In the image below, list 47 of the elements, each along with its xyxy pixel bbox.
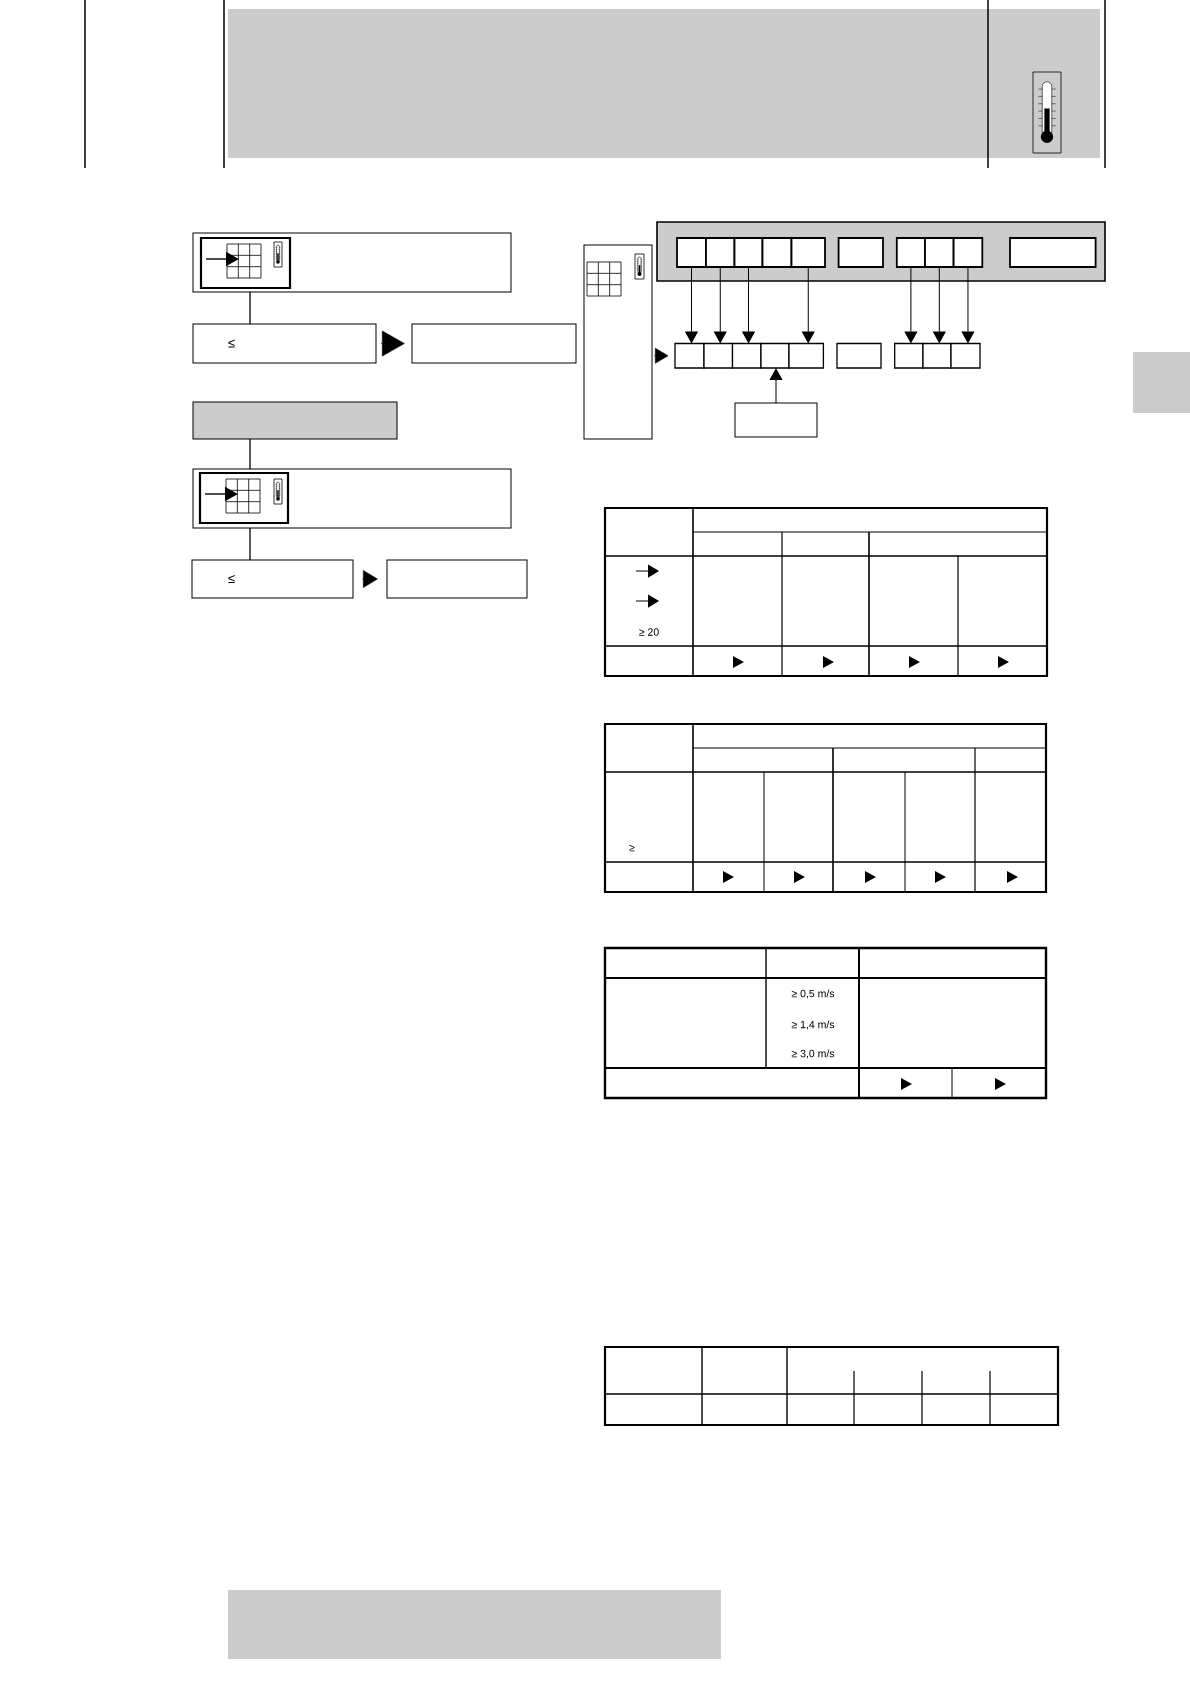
code-cell — [836, 342, 882, 369]
process-box — [192, 468, 512, 529]
arrow — [961, 266, 975, 343]
arrow — [801, 266, 815, 343]
chart-panel — [583, 244, 653, 440]
result-box — [386, 559, 528, 599]
code-cell — [790, 237, 826, 268]
shaded-box — [192, 401, 398, 440]
process-box — [192, 232, 512, 293]
arrow — [769, 368, 783, 404]
arrow — [904, 266, 918, 343]
arrow — [653, 347, 669, 364]
code-cell — [703, 342, 734, 369]
value-label: ≥ 20 — [639, 628, 659, 636]
code-cell — [676, 237, 707, 268]
value-label: ≥ 1,4 m/s — [791, 1020, 835, 1030]
code-cell — [837, 237, 884, 268]
condition-box: ≤ — [191, 559, 354, 599]
code-cell — [922, 342, 952, 369]
arrow — [380, 330, 405, 357]
connector-line — [249, 291, 251, 325]
code-cell — [952, 237, 984, 268]
code-cell — [1009, 237, 1097, 268]
code-cell — [894, 342, 924, 369]
value-label: ≥ 3,0 m/s — [791, 1049, 835, 1059]
code-cell — [950, 342, 981, 369]
arrow — [742, 266, 755, 343]
arrow — [685, 266, 698, 343]
connector-line — [249, 527, 251, 561]
value-label: ≥ 0,5 m/s — [791, 989, 835, 999]
code-cell — [731, 342, 762, 369]
code-cell — [924, 237, 955, 268]
result-box — [411, 323, 577, 364]
arrow — [933, 266, 946, 343]
code-cell — [705, 237, 736, 268]
value-label: ≥ — [629, 844, 635, 852]
code-cell — [895, 237, 926, 268]
arrow — [713, 266, 727, 343]
code-cell — [788, 342, 825, 369]
code-cell — [674, 342, 705, 369]
code-cell — [760, 342, 790, 369]
connector-line — [249, 438, 251, 470]
arrow — [361, 570, 378, 588]
code-cell — [733, 237, 764, 268]
condition-box: ≤ — [192, 323, 377, 364]
code-cell — [761, 237, 793, 268]
note-box — [734, 402, 818, 438]
